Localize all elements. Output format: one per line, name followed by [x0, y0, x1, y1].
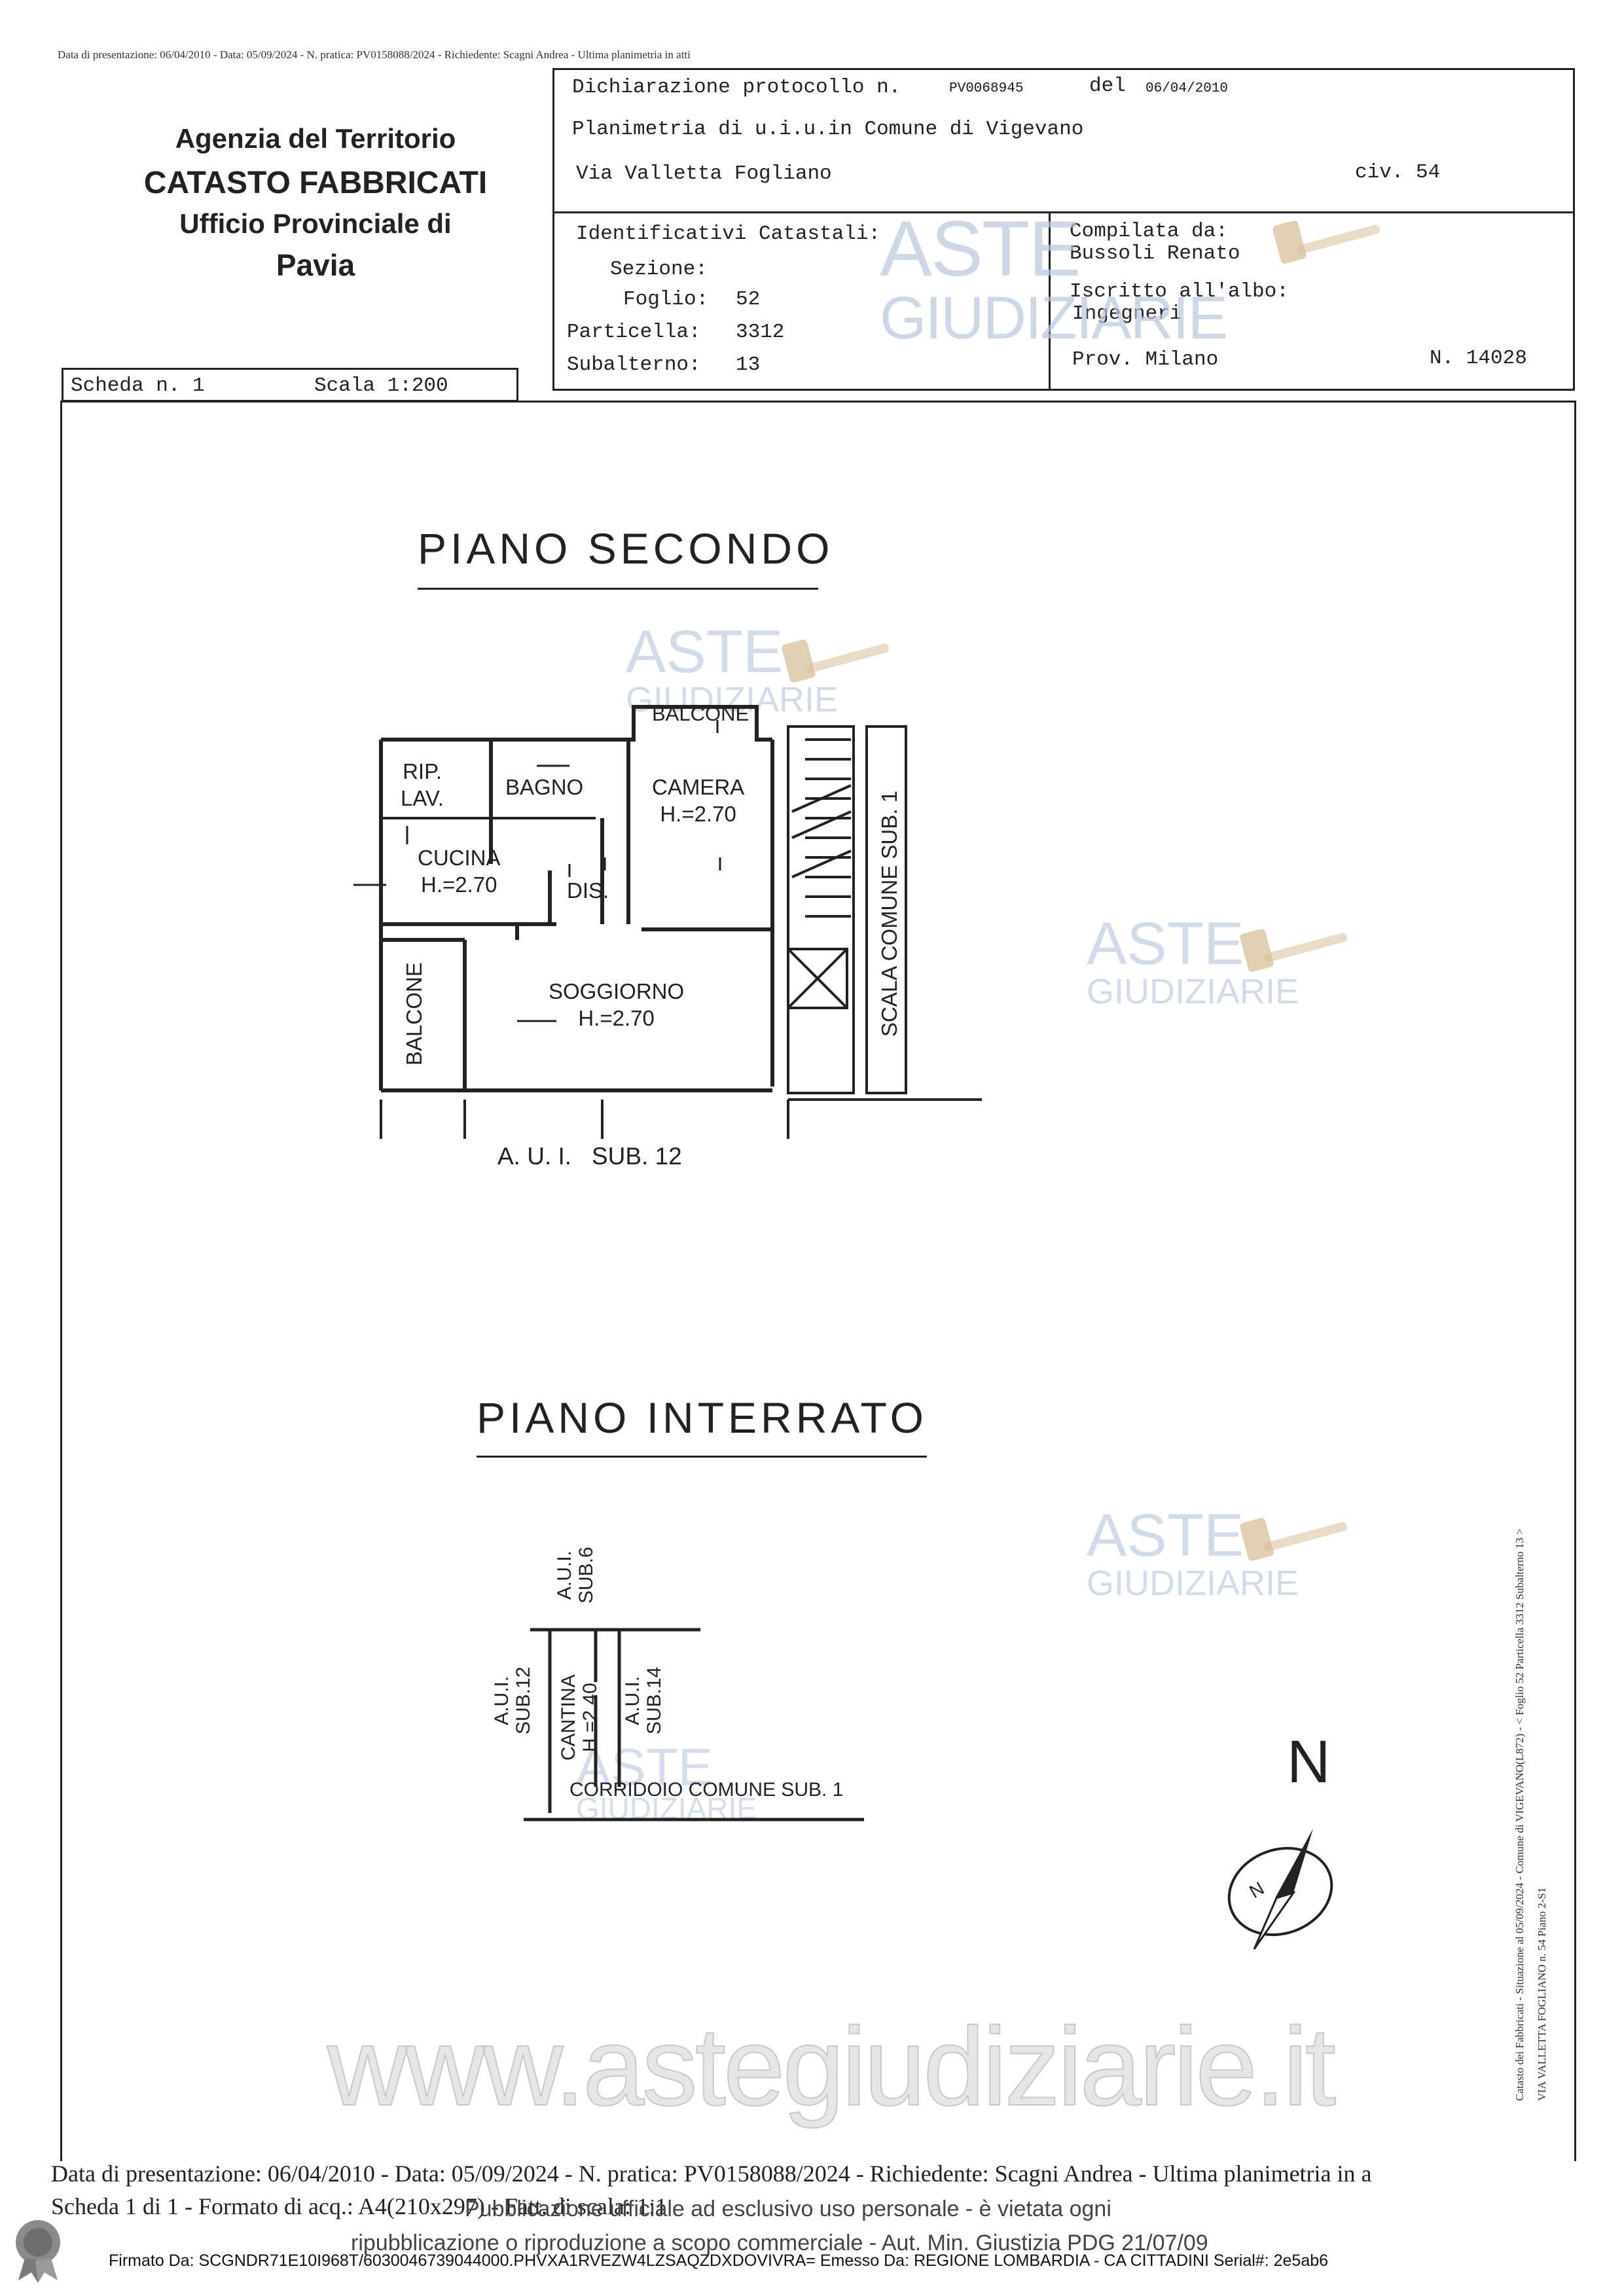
gavel-icon — [1272, 221, 1380, 264]
top-info-line: Data di presentazione: 06/04/2010 - Data… — [58, 48, 691, 61]
province-label: Prov. Milano — [1072, 348, 1219, 371]
footer-line1: Data di presentazione: 06/04/2010 - Data… — [51, 2161, 1372, 2187]
label-aui-sub12: A. U. I. SUB. 12 — [497, 1143, 682, 1170]
albo-value: Ingegneri — [1072, 302, 1182, 325]
gavel-icon — [782, 639, 890, 683]
subalterno-value: 13 — [736, 353, 761, 376]
office-label: Ufficio Provinciale di — [179, 208, 452, 239]
address-label: Via Valletta Fogliano — [576, 162, 832, 185]
room-cucina: CUCINA H.=2.70 — [418, 846, 501, 897]
room-bagno: BAGNO — [505, 775, 584, 799]
plan-basement-underline — [477, 1456, 927, 1458]
sezione-label: Sezione: — [610, 258, 708, 281]
plan-second-title: PIANO SECONDO — [418, 524, 834, 573]
footer-signature: Firmato Da: SCGNDR71E10I968T/60300467390… — [109, 2251, 1329, 2270]
label-corridoio-comune: CORRIDOIO COMUNE SUB. 1 — [569, 1779, 844, 1801]
label-cantina: CANTINA H.=2.40 — [558, 1674, 601, 1761]
label-aui-sub6: A.U.I. SUB.6 — [554, 1547, 597, 1604]
seal-icon — [16, 2220, 60, 2283]
watermark-aste-header: ASTE GIUDIZIARIE — [880, 205, 1228, 351]
declaration-del-label: del — [1089, 75, 1126, 98]
floor-plan-basement — [524, 1628, 864, 1821]
compass-icon — [1227, 1829, 1333, 1950]
identificativi-title: Identificativi Catastali: — [576, 223, 881, 245]
identification-box — [552, 211, 1575, 391]
label-aui-sub12-basement: A.U.I. SUB.12 — [491, 1666, 534, 1734]
room-rip-lav: RIP. LAV. — [401, 759, 444, 811]
gavel-icon — [1240, 929, 1348, 972]
side-text-line2: VIA VALLETTA FOGLIANO n. 54 Piano 2-S1 — [1536, 1887, 1548, 2101]
planimetria-label: Planimetria di u.i.u.in Comune di Vigeva… — [572, 118, 1084, 141]
gavel-icon — [1240, 1518, 1348, 1561]
declaration-number: PV0068945 — [949, 81, 1024, 96]
iscritto-label: Iscritto all'albo: — [1070, 280, 1289, 303]
footer-line2: Scheda 1 di 1 - Formato di acq.: A4(210x… — [51, 2193, 667, 2219]
north-label: N — [1287, 1729, 1331, 1795]
floor-plan-second — [353, 705, 982, 1139]
watermark-aste-right1: ASTE GIUDIZIARIE — [1087, 910, 1299, 1011]
watermark-aste-right2: ASTE GIUDIZIARIE — [1087, 1502, 1299, 1603]
declaration-date: 06/04/2010 — [1146, 81, 1229, 96]
agency-name: Agenzia del Territorio — [175, 123, 456, 154]
drawing-frame — [60, 401, 1576, 2161]
watermark-aste-plan: ASTE GIUDIZIARIE — [626, 619, 839, 719]
plan-second-underline — [418, 588, 818, 590]
scala-label: Scala 1:200 — [314, 374, 448, 397]
room-camera: CAMERA H.=2.70 — [652, 775, 745, 827]
footer-republication-notice: ripubblicazione o riproduzione a scopo c… — [351, 2231, 1208, 2255]
scheda-label: Scheda n. 1 — [71, 374, 205, 397]
footer-publication-notice: Pubblicazione ufficiale ad esclusivo uso… — [465, 2197, 1111, 2221]
compilata-label: Compilata da: — [1070, 220, 1228, 243]
watermark-url: www.astegiudiziarie.it — [327, 2004, 1337, 2130]
room-balcone-top: BALCONE — [652, 702, 749, 725]
subalterno-label: Subalterno: — [567, 353, 701, 376]
civic-number: civ. 54 — [1355, 161, 1441, 184]
label-aui-sub14: A.U.I. SUB.14 — [622, 1666, 665, 1734]
declaration-label: Dichiarazione protocollo n. — [572, 76, 901, 99]
foglio-value: 52 — [736, 288, 761, 311]
compilata-name: Bussoli Renato — [1070, 242, 1240, 265]
room-disimpegno: DIS. — [567, 878, 609, 903]
particella-label: Particella: — [567, 321, 701, 344]
room-soggiorno: SOGGIORNO H.=2.70 — [549, 979, 685, 1031]
registration-number: N. 14028 — [1430, 347, 1527, 370]
identification-divider — [1049, 211, 1051, 391]
office-city: Pavia — [276, 248, 355, 282]
plan-basement-title: PIANO INTERRATO — [477, 1393, 928, 1442]
catasto-title: CATASTO FABBRICATI — [143, 166, 488, 200]
side-text-line1: Catasto dei Fabbricati - Situazione al 0… — [1513, 1528, 1526, 2101]
foglio-label: Foglio: — [623, 288, 709, 311]
particella-value: 3312 — [736, 321, 785, 344]
room-balcone-side: BALCONE — [402, 962, 426, 1066]
label-scala-comune: SCALA COMUNE SUB. 1 — [877, 791, 901, 1037]
